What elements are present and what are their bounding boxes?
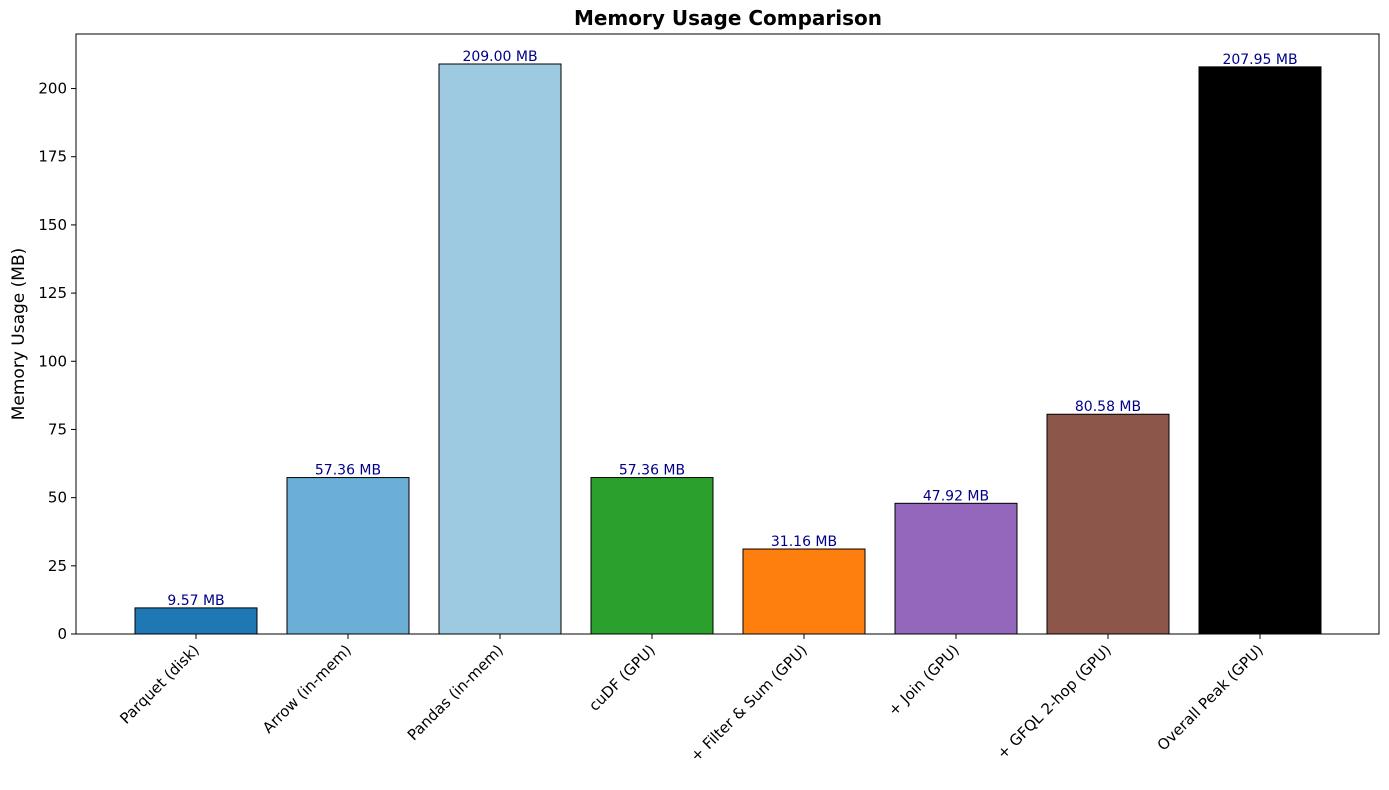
x-tick-label-1: Arrow (in-mem) <box>259 641 355 737</box>
y-tick-label-7: 175 <box>38 148 67 166</box>
y-axis: 0 25 50 75 100 125 150 175 200 <box>38 80 76 643</box>
data-label-1: 57.36 MB <box>315 463 381 479</box>
data-label-4: 31.16 MB <box>771 534 837 550</box>
x-tick-label-7: Overall Peak (GPU) <box>1154 641 1267 754</box>
data-label-3: 57.36 MB <box>619 463 685 479</box>
x-tick-label-0: Parquet (disk) <box>116 641 202 727</box>
data-label-0: 9.57 MB <box>167 593 224 609</box>
chart-title: Memory Usage Comparison <box>574 6 882 30</box>
bar-7 <box>1198 66 1322 635</box>
data-label-5: 47.92 MB <box>923 488 989 504</box>
y-tick-label-0: 0 <box>57 625 67 643</box>
bar-2 <box>438 63 562 635</box>
y-tick-label-3: 75 <box>48 420 67 438</box>
x-tick-label-5: + Join (GPU) <box>885 641 963 719</box>
data-label-2: 209.00 MB <box>462 49 537 65</box>
y-axis-label: Memory Usage (MB) <box>9 248 29 421</box>
data-labels-group: 9.57 MB 57.36 MB 209.00 MB 57.36 MB 31.16 MB… <box>167 49 1297 609</box>
x-tick-label-2: Pandas (in-mem) <box>404 641 507 744</box>
bar-0 <box>134 607 258 635</box>
bar-5 <box>894 502 1018 635</box>
bar-1 <box>286 477 410 635</box>
y-tick-label-1: 25 <box>48 557 67 575</box>
y-tick-label-6: 150 <box>38 216 67 234</box>
bar-3 <box>590 477 714 635</box>
bars-group <box>134 63 1322 635</box>
y-tick-label-8: 200 <box>38 80 67 98</box>
x-tick-label-4: + Filter & Sum (GPU) <box>687 641 811 765</box>
data-label-7: 207.95 MB <box>1222 52 1297 68</box>
y-tick-label-5: 125 <box>38 284 67 302</box>
data-label-6: 80.58 MB <box>1075 399 1141 415</box>
bar-4 <box>742 548 866 635</box>
x-tick-label-3: cuDF (GPU) <box>585 641 659 715</box>
y-tick-label-4: 100 <box>38 352 67 370</box>
x-tick-label-6: + GFQL 2-hop (GPU) <box>993 641 1114 762</box>
x-axis: Parquet (disk) Arrow (in-mem) Pandas (in-m… <box>116 634 1267 765</box>
plot-frame <box>75 33 1380 635</box>
bar-6 <box>1046 413 1170 635</box>
y-tick-label-2: 50 <box>48 489 67 507</box>
